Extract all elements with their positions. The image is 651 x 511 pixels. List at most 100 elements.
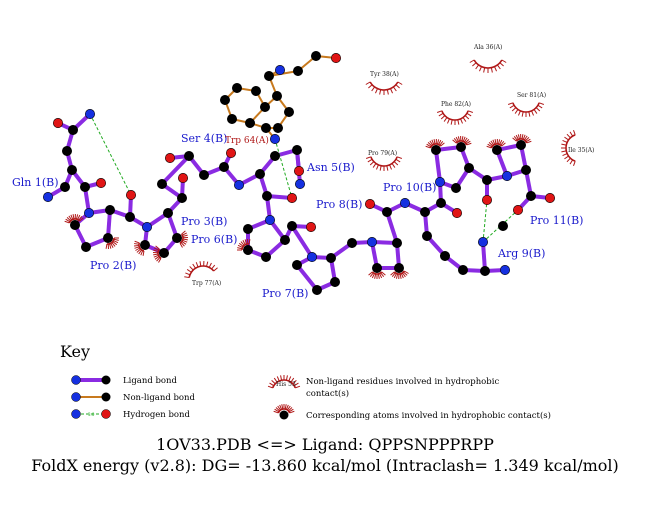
key-hydrophobic-arc-shape-tick (269, 382, 275, 387)
carbon-atom (263, 71, 274, 82)
hydrophobic-atom-marker-tick (142, 250, 145, 256)
hydrophobic-arc-pro79a-tick (367, 158, 373, 163)
nitrogen-atom (42, 192, 53, 203)
key-ligand-n-atom (71, 375, 81, 385)
hydrophobic-arc-tyr38a-tick (390, 88, 393, 94)
carbon-atom (283, 107, 294, 118)
hydrophobic-arc-ile35a-tick (566, 133, 571, 139)
carbon-atom (291, 145, 302, 156)
hydrophobic-label-ile35a: Ile 35(A) (568, 147, 594, 154)
hydrophobic-arc-ala36a-tick (501, 59, 507, 63)
hydrophobic-atom-marker-tick (70, 214, 74, 220)
hydrophobic-atom-marker-tick (501, 142, 506, 147)
hydrophobic-arc-phe82a-tick (466, 112, 472, 117)
carbon-atom (269, 151, 280, 162)
carbon-atom (381, 207, 392, 218)
hydrophobic-arc-phe82a-tick (464, 115, 470, 120)
hydrophobic-atom-marker-tick (427, 141, 433, 147)
hydrophobic-arc-phe82a-tick (467, 110, 474, 113)
hydrophobic-arc-trp77a-tick (185, 272, 191, 276)
ligand-bond (295, 263, 319, 292)
carbon-atom (125, 212, 136, 223)
key-nonligand-n-atom (71, 392, 81, 402)
hydrophobic-atom-marker-tick (65, 218, 71, 223)
key-hydrophobic-arc-shape-tick (293, 382, 299, 387)
hydrophobic-arc-pro79a-tick (376, 164, 379, 170)
hydrophobic-atom-marker-tick (238, 242, 244, 247)
hydrophobic-arc-trp77a-tick (195, 262, 199, 268)
hydrophobic-arc-tyr38a (369, 81, 399, 91)
hydrophobic-atom-marker-tick (156, 257, 161, 262)
hydrophobic-arc-tyr38a-tick (371, 86, 375, 92)
carbon-atom (259, 102, 270, 113)
hydrophobic-arc-ser81a-tick (538, 102, 545, 105)
hydrophobic-atom-marker-tick (438, 139, 442, 145)
hydrophobic-atom-marker-tick (182, 239, 188, 243)
hydrophobic-arc-ala36a-tick (494, 66, 497, 72)
hydrophobic-atom-marker-tick (68, 215, 73, 221)
key-hydrophobic-residue-label-line2: contact(s) (306, 388, 349, 399)
oxygen-atom (126, 190, 137, 201)
hydrophobic-atom-marker-tick (135, 247, 141, 251)
hydrophobic-atom-marker-tick (77, 214, 81, 220)
residue-label-pro6b: Pro 6(B) (191, 233, 237, 246)
hydrophobic-arc-ser81a-tick (535, 107, 541, 112)
key-hydrophobic-arc-shape-tick (276, 376, 280, 382)
carbon-atom (329, 276, 340, 287)
hydrophobic-atom-marker-tick (78, 216, 83, 221)
carbon-atom (310, 50, 321, 61)
hydrophobic-atom-marker-tick (72, 214, 75, 220)
hydrogen-bond (482, 209, 519, 243)
hydrophobic-arc-trp77a-tick (208, 262, 212, 268)
oxygen-atom (165, 153, 176, 164)
carbon-atom (61, 146, 72, 157)
hydrophobic-atom-marker (393, 270, 405, 275)
nitrogen-atom (85, 109, 96, 120)
hydrophobic-arc-ala36a-tick (479, 66, 482, 72)
hydrophobic-arc-phe82a-tick (438, 112, 444, 117)
nitrogen-atom (477, 237, 488, 248)
key-hydrophobic-atom-arc-shape-tick (279, 404, 283, 410)
key-hbond-o-atom (101, 409, 111, 419)
hydrophobic-atom-marker (455, 140, 468, 146)
key-hbond-n-atom (71, 409, 81, 419)
hydrophobic-atom-marker-tick (109, 243, 112, 249)
hydrophobic-atom-marker-tick (453, 138, 458, 143)
hydrogen-bond (89, 113, 132, 196)
hydrophobic-atom-marker-tick (431, 139, 435, 145)
hydrophobic-atom-marker-tick (153, 253, 159, 256)
carbon-atom (491, 145, 502, 156)
hydrophobic-atom-marker-tick (464, 138, 470, 144)
key-hydrophobic-arc-shape-tick (280, 375, 283, 381)
key-hydrophobic-arc-shape-tick (285, 375, 288, 381)
hydrophobic-atom-marker-tick (140, 250, 144, 256)
hydrophobic-atom-marker-tick (134, 240, 140, 244)
hydrophobic-atom-marker-tick (425, 145, 431, 149)
oxygen-atom (52, 118, 63, 129)
hydrophobic-arc-tyr38a-tick (386, 89, 389, 95)
hydrophobic-atom-marker-tick (461, 136, 464, 142)
hydrophobic-arc-ile35a-tick (562, 153, 568, 156)
key-hydrophobic-residue-label-line1: Non-ligand residues involved in hydropho… (306, 377, 499, 387)
oxygen-atom (330, 52, 341, 63)
oxygen-atom (364, 199, 375, 210)
oxygen-atom (226, 148, 237, 159)
carbon-atom (419, 207, 430, 218)
carbon-atom (272, 123, 283, 134)
hydrophobic-atom-marker-tick (182, 234, 188, 237)
hydrophobic-atom-marker-tick (237, 244, 243, 248)
carbon-atom (279, 235, 290, 246)
hydrophobic-arc-ile35a-tick (566, 157, 571, 163)
hydrophobic-arc-pro79a-tick (395, 158, 401, 163)
hydrophobic-arc-ser81a-tick (537, 104, 543, 109)
nitrogen-atom (264, 215, 275, 226)
hydrophobic-label-trp77a: Trp 77(A) (192, 280, 221, 287)
hydrophobic-atom-marker-tick (369, 272, 374, 278)
hydrophobic-label-pro79a: Pro 79(A) (368, 150, 397, 157)
carbon-atom (59, 182, 70, 193)
carbon-atom (81, 242, 92, 253)
residue-label-pro8b: Pro 8(B) (316, 198, 362, 211)
hydrophobic-atom-marker-tick (181, 230, 186, 235)
residue-label-pro3b: Pro 3(B) (181, 215, 227, 228)
